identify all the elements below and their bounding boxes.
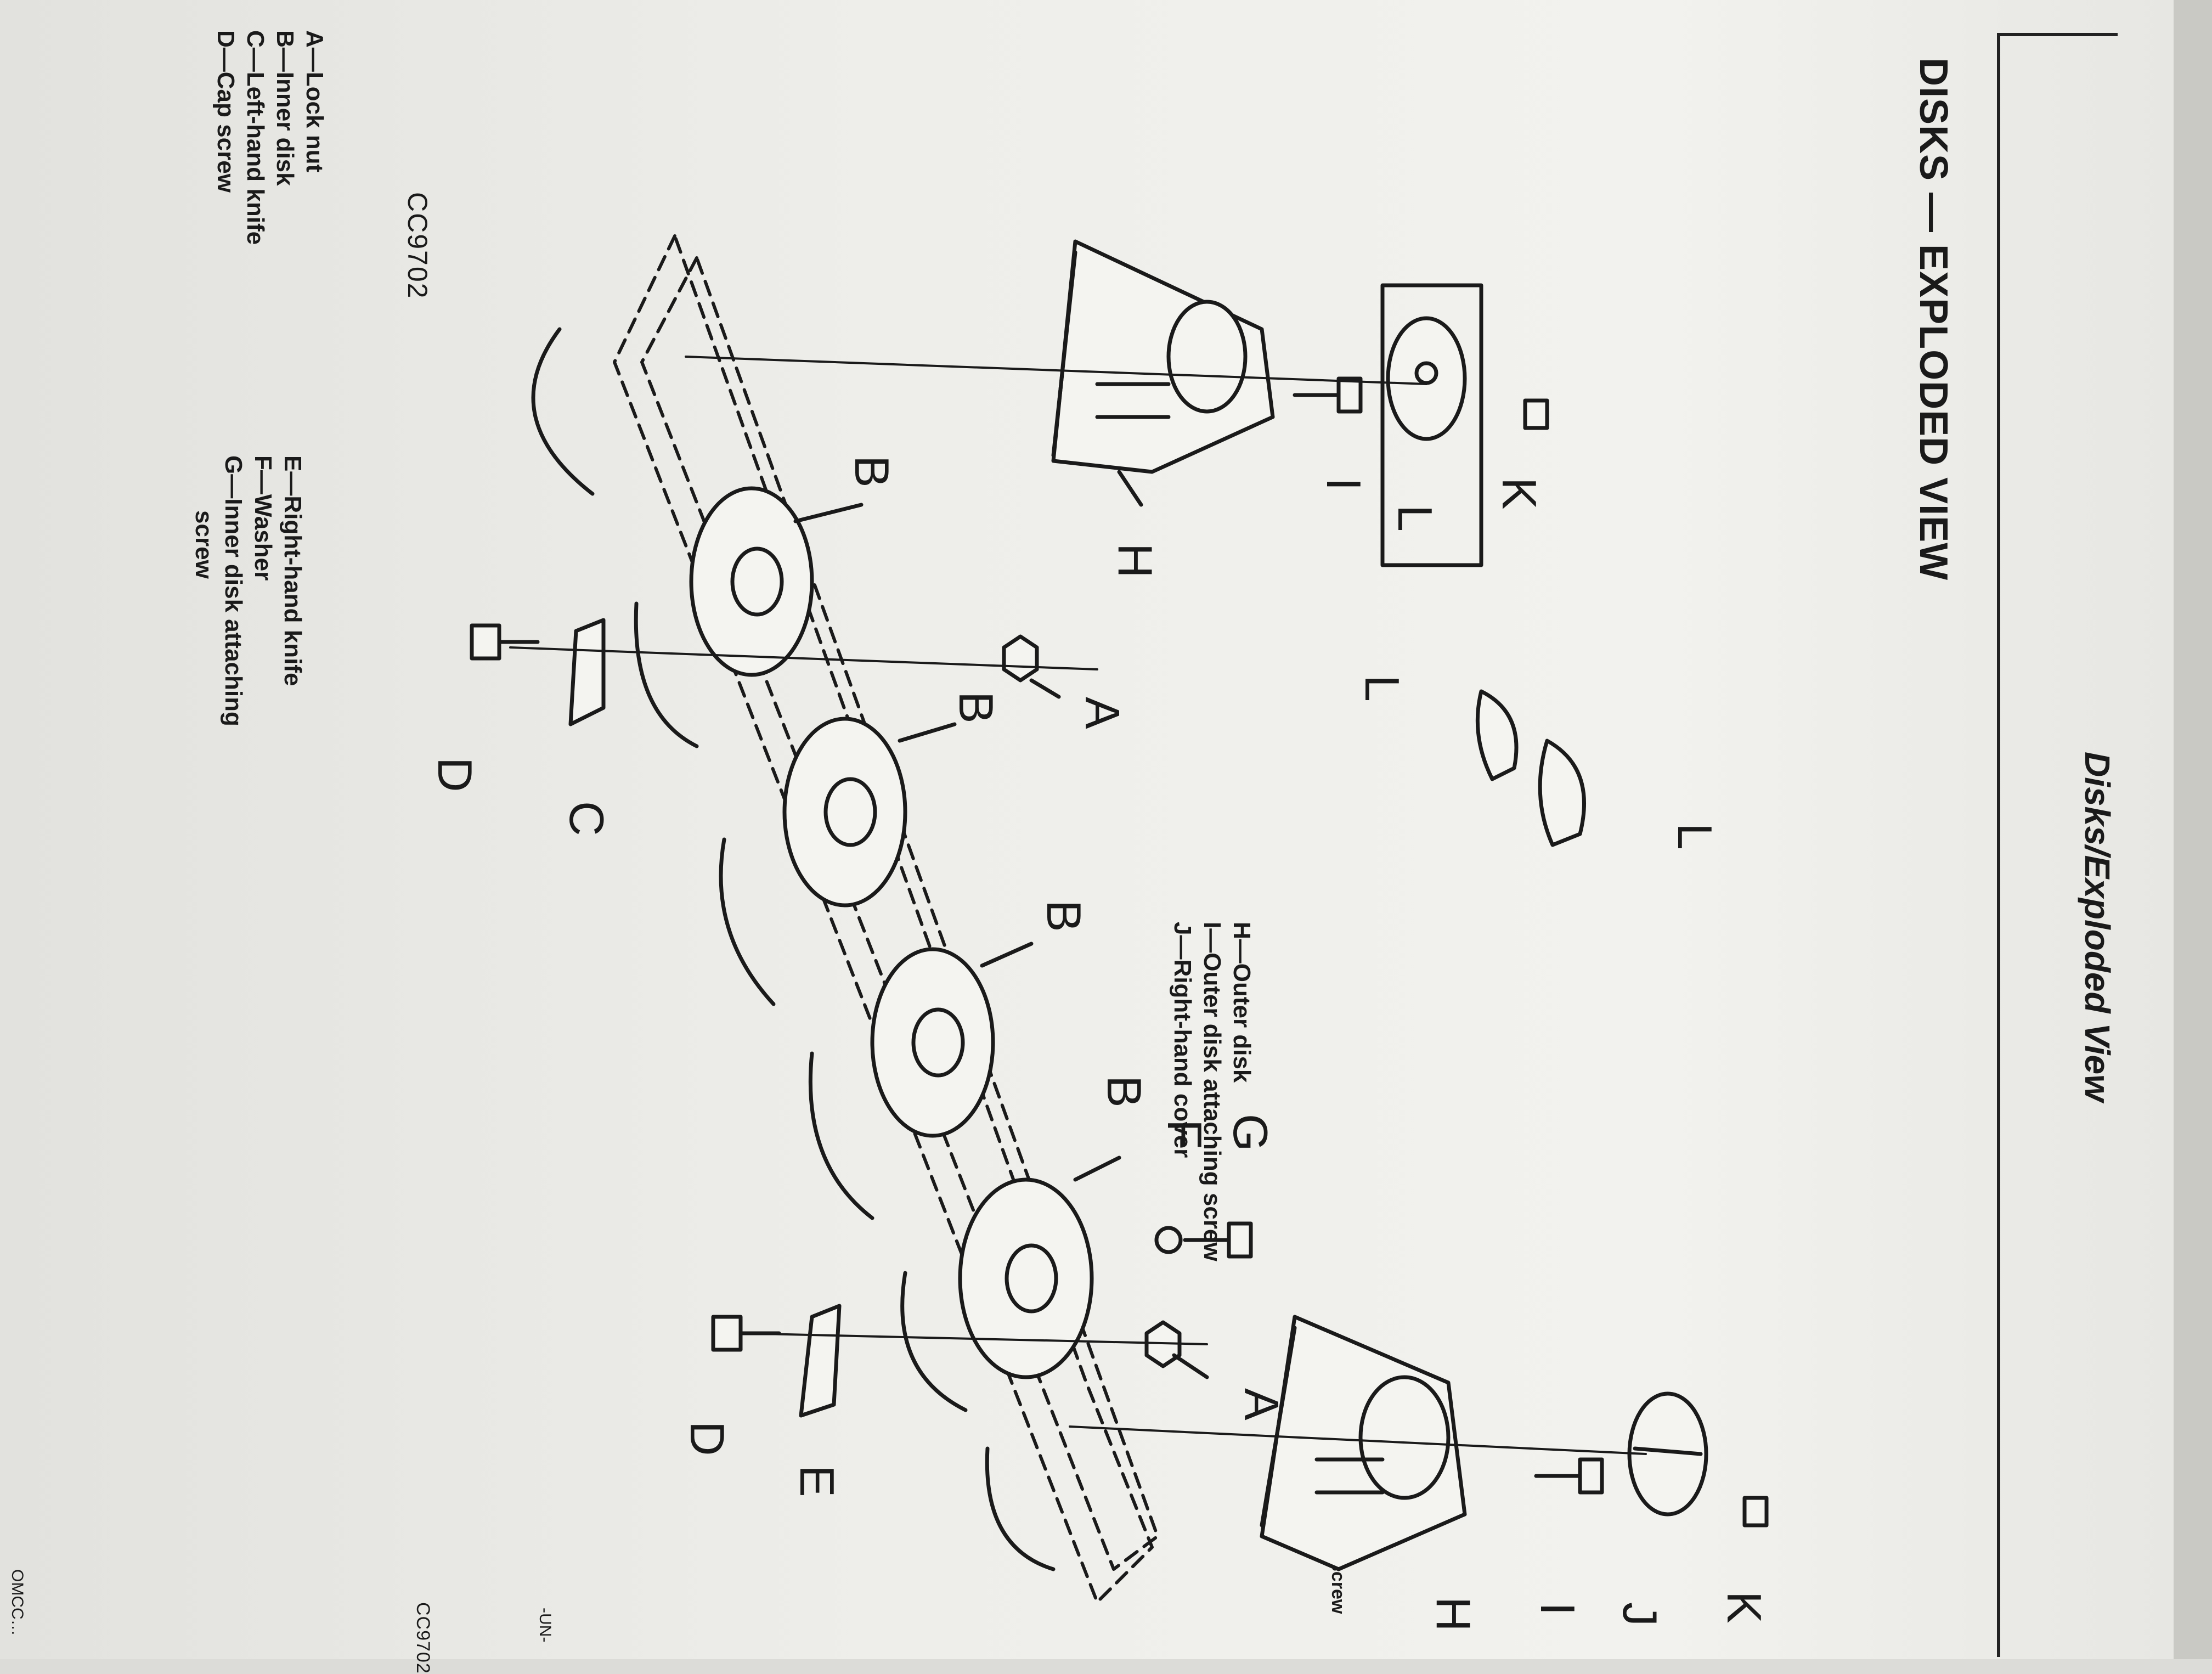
rotation-arrow bbox=[808, 1051, 874, 1220]
outer-disk-screw-top bbox=[1293, 376, 1363, 414]
callout-a: A bbox=[1075, 697, 1130, 729]
left-hand-cover-piece bbox=[1475, 689, 1519, 781]
callout-l: L bbox=[1355, 675, 1409, 702]
callout-g: G bbox=[1223, 1114, 1278, 1152]
header-rule-vertical bbox=[1997, 33, 2000, 1657]
callout-k: K bbox=[1492, 477, 1547, 510]
callout-j: J bbox=[1613, 1602, 1667, 1626]
inner-disk-1 bbox=[689, 486, 814, 677]
callout-c: C bbox=[560, 801, 614, 836]
lock-nut-top bbox=[1002, 634, 1039, 683]
cover-detail-box bbox=[1380, 283, 1483, 567]
page-edge-shadow bbox=[2174, 0, 2212, 1659]
rotation-arrow bbox=[531, 327, 595, 496]
callout-a: A bbox=[1234, 1388, 1289, 1421]
axis-line bbox=[509, 646, 1098, 670]
cover-screw-top bbox=[1523, 398, 1549, 430]
inner-disk-2 bbox=[782, 717, 907, 908]
callout-d: D bbox=[428, 757, 482, 792]
callout-f: F bbox=[1158, 1119, 1212, 1149]
cover-screw-bottom bbox=[1742, 1496, 1769, 1528]
callout-k: K bbox=[1717, 1591, 1771, 1624]
left-hand-knife bbox=[568, 618, 606, 726]
callout-d: D bbox=[680, 1421, 735, 1456]
rotation-arrow bbox=[985, 1446, 1056, 1571]
axis-line bbox=[1069, 1425, 1647, 1455]
outer-disk-screw-bottom bbox=[1534, 1457, 1604, 1495]
callout-e: E bbox=[790, 1465, 844, 1497]
cap-screw-left bbox=[470, 623, 540, 661]
left-hand-cover-piece bbox=[1538, 739, 1586, 847]
rotation-arrow bbox=[634, 601, 699, 748]
header-rule-horizontal bbox=[1997, 33, 2118, 36]
callout-b: B bbox=[1097, 1075, 1152, 1108]
outer-disk-left bbox=[1051, 239, 1275, 474]
inner-disk-3 bbox=[870, 947, 995, 1138]
callout-h: H bbox=[1108, 543, 1163, 578]
callout-l: L bbox=[1388, 505, 1442, 532]
callout-i: I bbox=[1317, 477, 1371, 491]
callout-b: B bbox=[845, 455, 899, 488]
right-hand-knife bbox=[799, 1304, 842, 1418]
rotation-arrow bbox=[719, 837, 776, 1006]
callout-h: H bbox=[1426, 1597, 1481, 1632]
inner-disk-attaching-screw bbox=[1154, 1221, 1253, 1259]
callout-i: I bbox=[1531, 1602, 1585, 1616]
axis-line bbox=[740, 1332, 1208, 1345]
rotation-arrow bbox=[900, 1271, 968, 1412]
axis-line bbox=[685, 356, 1427, 385]
outer-disk-right bbox=[1260, 1315, 1467, 1571]
inner-disk-4 bbox=[958, 1177, 1094, 1379]
callout-l: L bbox=[1668, 823, 1722, 850]
callout-b: B bbox=[949, 691, 1003, 724]
left-hand-cover-detail bbox=[1386, 316, 1467, 441]
callout-b: B bbox=[1037, 900, 1091, 932]
